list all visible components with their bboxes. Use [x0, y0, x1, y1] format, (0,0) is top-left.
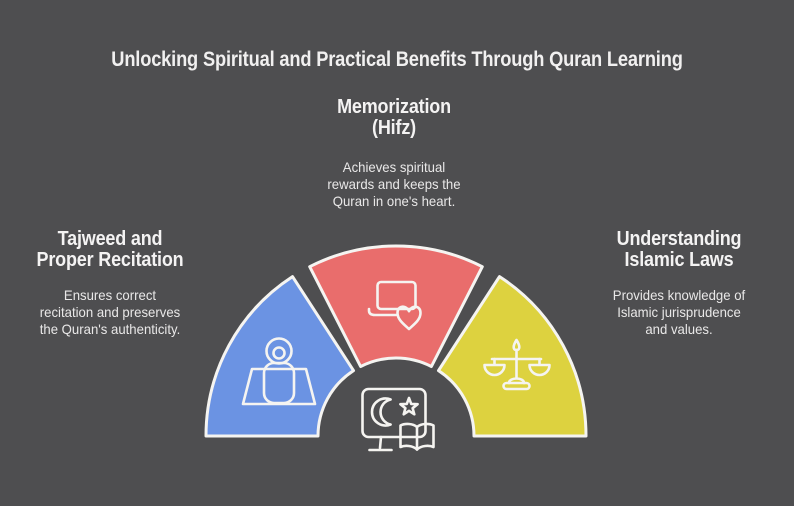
praying-person-icon	[241, 337, 317, 406]
laptop-heart-icon	[367, 280, 422, 331]
page-title: Unlocking Spiritual and Practical Benefi…	[111, 48, 683, 71]
wedge-laws	[437, 275, 588, 438]
segment-description-laws: Provides knowledge of Islamic jurisprude…	[612, 287, 746, 337]
segment-label-tajweed: Tajweed and Proper Recitation Ensures co…	[10, 229, 210, 338]
segment-label-memorization: Memorization (Hifz) Achieves spiritual r…	[284, 97, 504, 210]
segment-description-memorization: Achieves spiritual rewards and keeps the…	[327, 159, 461, 209]
segment-label-laws: Understanding Islamic Laws Provides know…	[579, 229, 779, 338]
quran-learning-monitor-icon	[361, 387, 435, 452]
scales-of-justice-icon	[483, 338, 551, 391]
wedge-memorization	[308, 244, 484, 368]
wedge-tajweed	[204, 275, 355, 438]
segment-heading-tajweed: Tajweed and Proper Recitation	[36, 228, 184, 271]
segment-heading-laws: Understanding Islamic Laws	[616, 228, 742, 271]
segment-description-tajweed: Ensures correct recitation and preserves…	[39, 287, 181, 337]
segment-heading-memorization: Memorization (Hifz)	[337, 96, 451, 139]
